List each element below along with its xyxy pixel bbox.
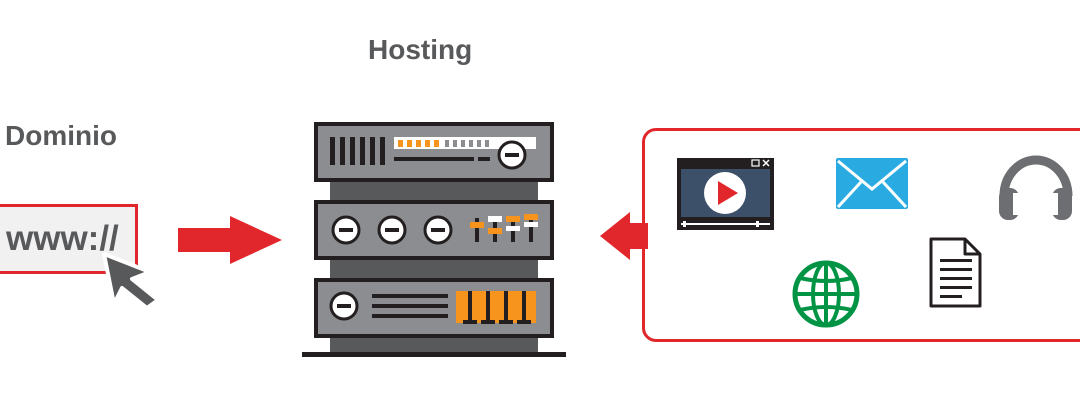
document-icon (929, 237, 982, 308)
globe-icon (792, 260, 860, 328)
arrow-right-icon (178, 216, 282, 264)
domain-title: Dominio (5, 120, 117, 151)
video-player-icon (677, 158, 774, 230)
envelope-icon (836, 158, 908, 209)
server-rack-icon (302, 122, 566, 357)
mouse-cursor-icon (102, 252, 160, 310)
hosting-title: Hosting (368, 34, 473, 65)
arrow-left-icon (600, 212, 648, 260)
url-text: www:// (6, 219, 119, 258)
headphones-icon (999, 155, 1073, 220)
